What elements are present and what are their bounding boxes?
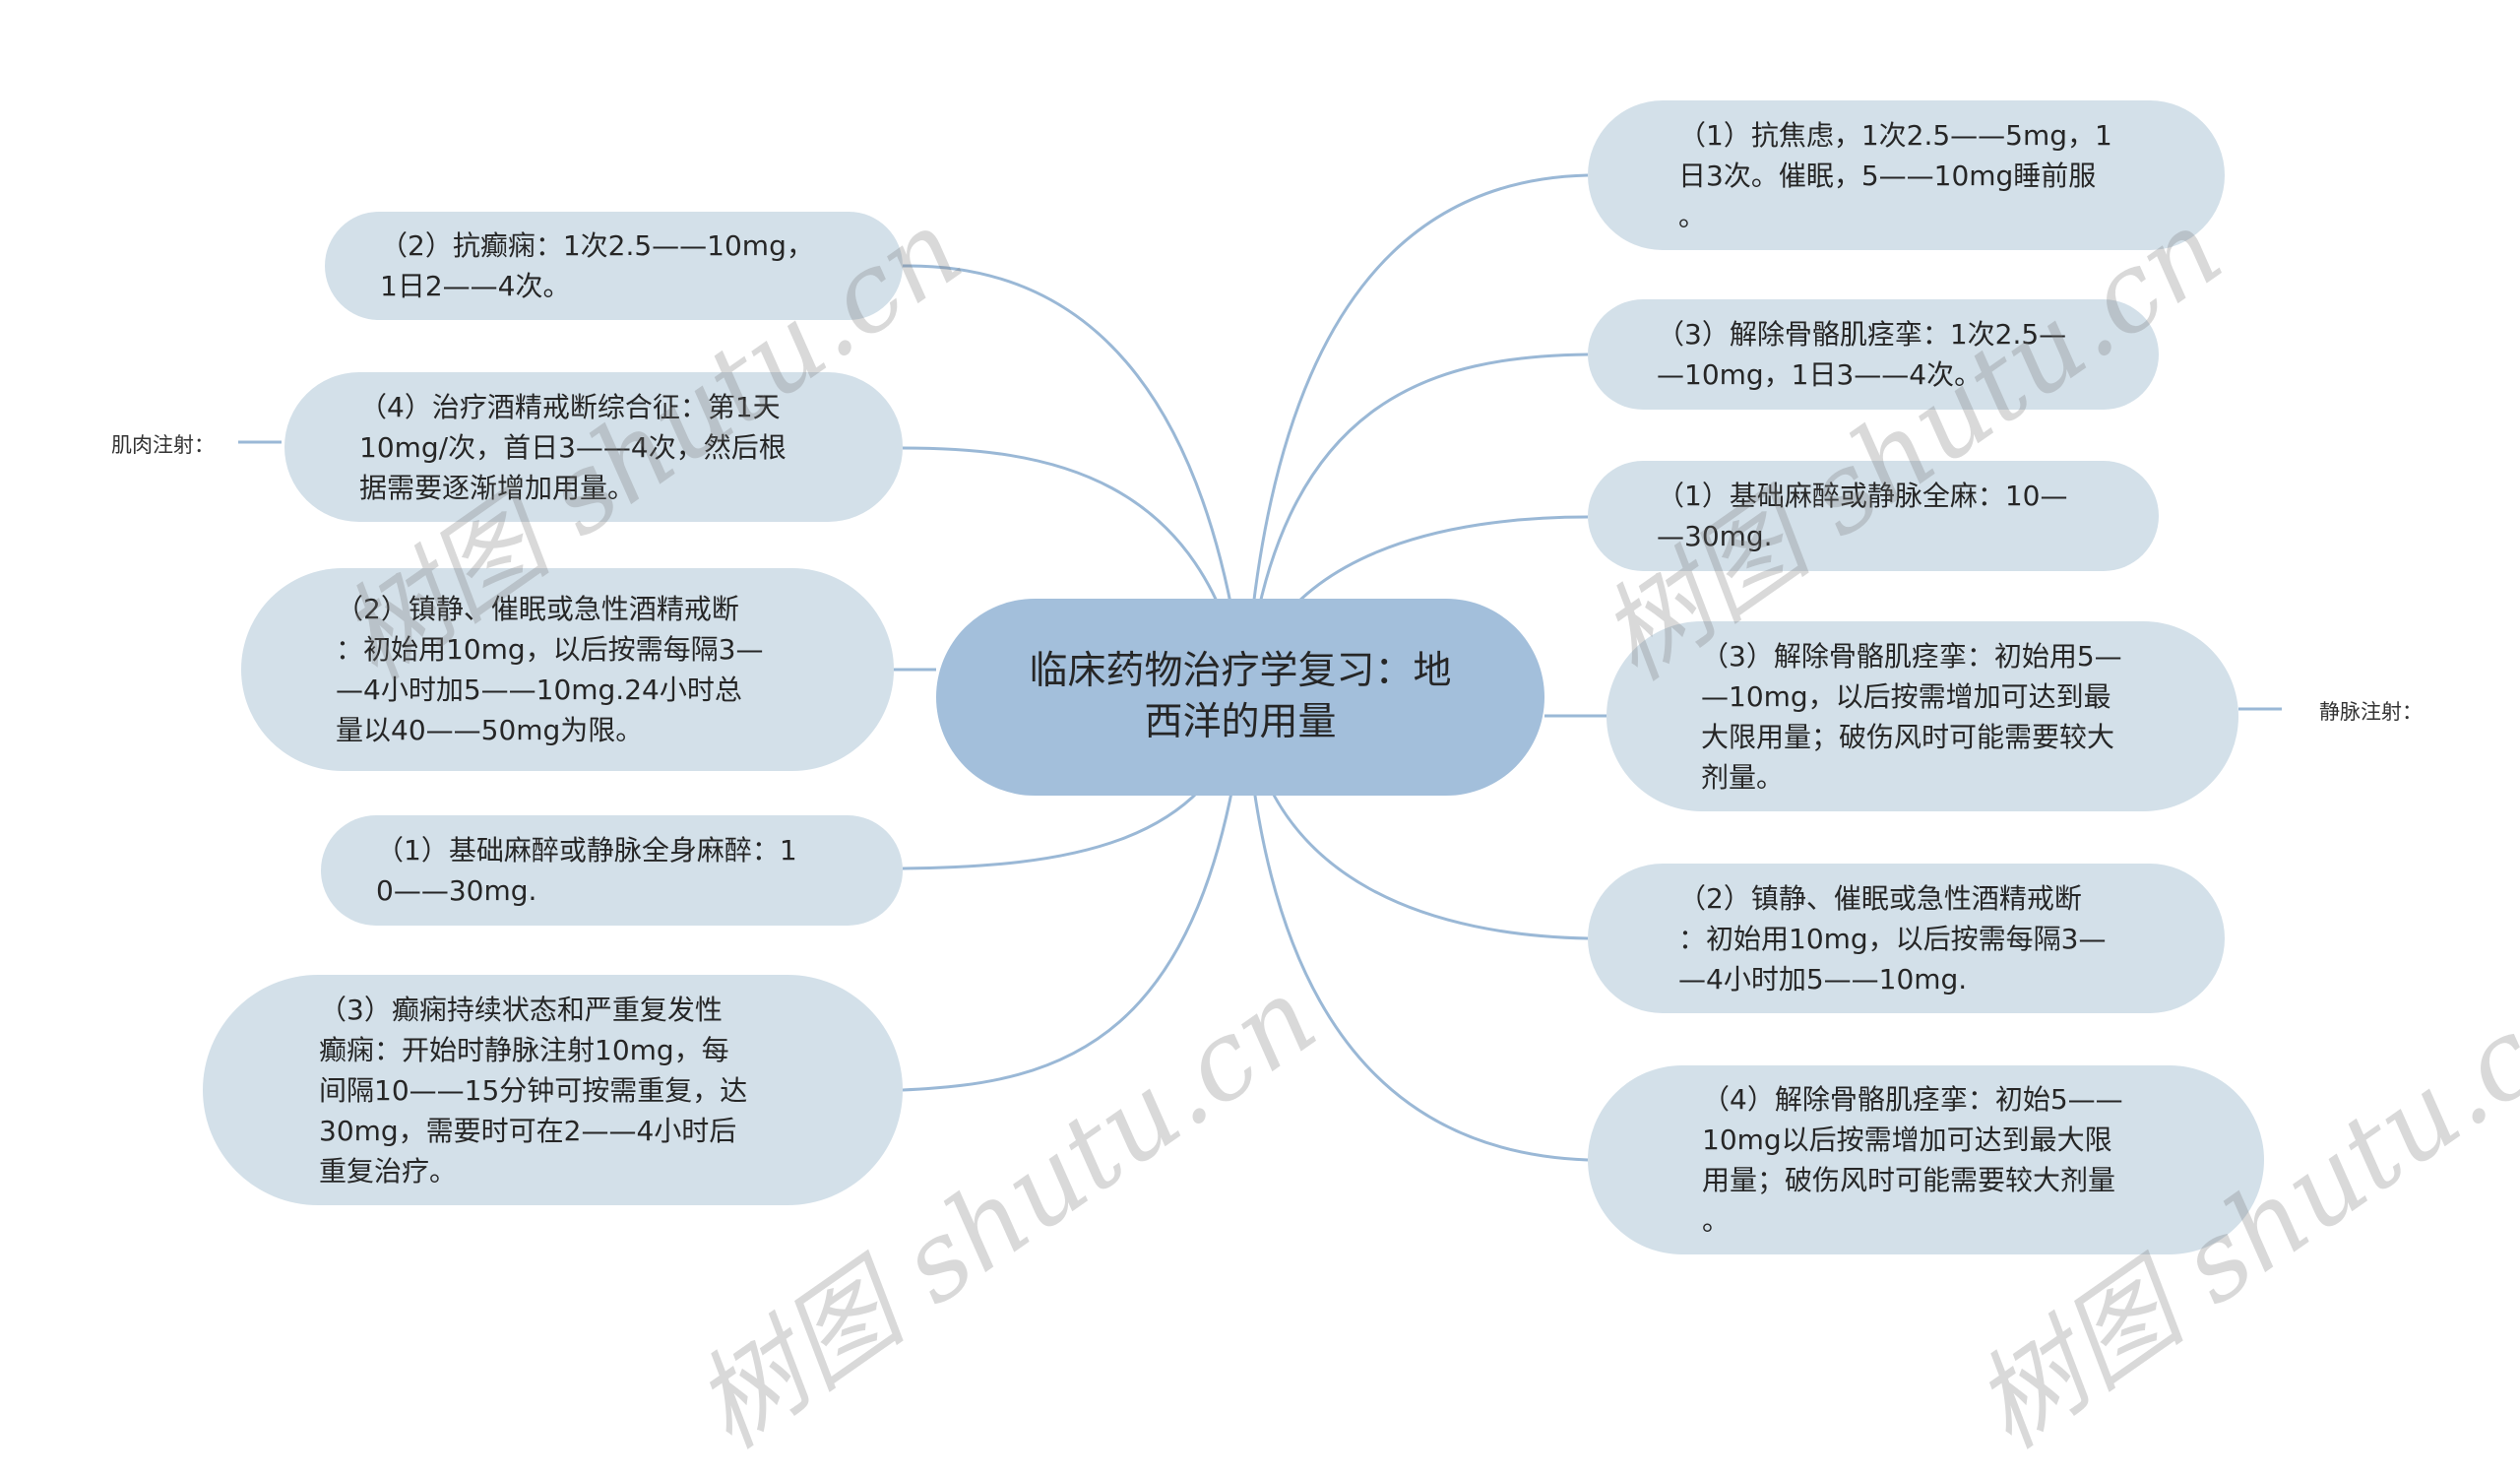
node-text: （4）解除骨骼肌痉挛：初始5—— 10mg以后按需增加可达到最大限 用量；破伤风…: [1702, 1083, 2123, 1237]
node-text: （1）基础麻醉或静脉全身麻醉：1 0——30mg.: [376, 834, 797, 907]
node-left-epilepsy[interactable]: （2）抗癫痫：1次2.5——10mg， 1日2——4次。: [325, 212, 903, 320]
group-label-intramuscular: 肌肉注射：: [111, 433, 215, 457]
edge-left-1: [902, 264, 1247, 696]
node-text: （3）解除骨骼肌痉挛：初始用5— —10mg，以后按需增加可达到最 大限用量；破…: [1701, 639, 2122, 794]
node-text: （1）基础麻醉或静脉全麻：10— —30mg.: [1657, 480, 2068, 552]
node-right-anesthesia[interactable]: （1）基础麻醉或静脉全麻：10— —30mg.: [1588, 461, 2159, 571]
node-text: （3）癫痫持续状态和严重复发性 癫痫：开始时静脉注射10mg，每 间隔10——1…: [319, 993, 748, 1188]
node-text: （2）镇静、催眠或急性酒精戒断 ：初始用10mg，以后按需每隔3— —4小时加5…: [1678, 881, 2107, 995]
node-text: （4）治疗酒精戒断综合征：第1天 10mg/次，首日3——4次，然后根 据需要逐…: [359, 390, 787, 504]
root-title: 临床药物治疗学复习：地 西洋的用量: [1029, 649, 1452, 744]
node-right-muscle-spasm-4[interactable]: （4）解除骨骼肌痉挛：初始5—— 10mg以后按需增加可达到最大限 用量；破伤风…: [1588, 1065, 2264, 1254]
node-right-muscle-spasm-3[interactable]: （3）解除骨骼肌痉挛：初始用5— —10mg，以后按需增加可达到最 大限用量；破…: [1606, 621, 2238, 811]
node-right-muscle-spasm-1[interactable]: （3）解除骨骼肌痉挛：1次2.5— —10mg，1日3——4次。: [1588, 299, 2159, 410]
node-left-status-epilepticus[interactable]: （3）癫痫持续状态和严重复发性 癫痫：开始时静脉注射10mg，每 间隔10——1…: [203, 975, 903, 1205]
edge-left-5: [902, 704, 1247, 1092]
edge-right-1: [1243, 173, 1589, 696]
edge-right-6: [1243, 704, 1589, 1162]
node-left-sedation[interactable]: （2）镇静、催眠或急性酒精戒断 ：初始用10mg，以后按需每隔3— —4小时加5…: [241, 568, 894, 771]
node-text: （2）抗癫痫：1次2.5——10mg， 1日2——4次。: [380, 229, 814, 302]
node-right-sedation[interactable]: （2）镇静、催眠或急性酒精戒断 ：初始用10mg，以后按需每隔3— —4小时加5…: [1588, 864, 2225, 1013]
node-text: （3）解除骨骼肌痉挛：1次2.5— —10mg，1日3——4次。: [1657, 318, 2067, 391]
node-text: （2）镇静、催眠或急性酒精戒断 ：初始用10mg，以后按需每隔3— —4小时加5…: [336, 593, 764, 746]
node-right-anxiety[interactable]: （1）抗焦虑，1次2.5——5mg，1 日3次。催眠，5——10mg睡前服 。: [1588, 100, 2225, 250]
group-label-intravenous: 静脉注射：: [2319, 700, 2423, 724]
edge-right-2: [1243, 353, 1589, 696]
node-text: （1）抗焦虑，1次2.5——5mg，1 日3次。催眠，5——10mg睡前服 。: [1678, 118, 2112, 232]
root-node[interactable]: 临床药物治疗学复习：地 西洋的用量: [936, 599, 1544, 796]
node-left-alcohol-withdrawal[interactable]: （4）治疗酒精戒断综合征：第1天 10mg/次，首日3——4次，然后根 据需要逐…: [284, 372, 903, 522]
node-left-anesthesia[interactable]: （1）基础麻醉或静脉全身麻醉：1 0——30mg.: [321, 815, 903, 926]
